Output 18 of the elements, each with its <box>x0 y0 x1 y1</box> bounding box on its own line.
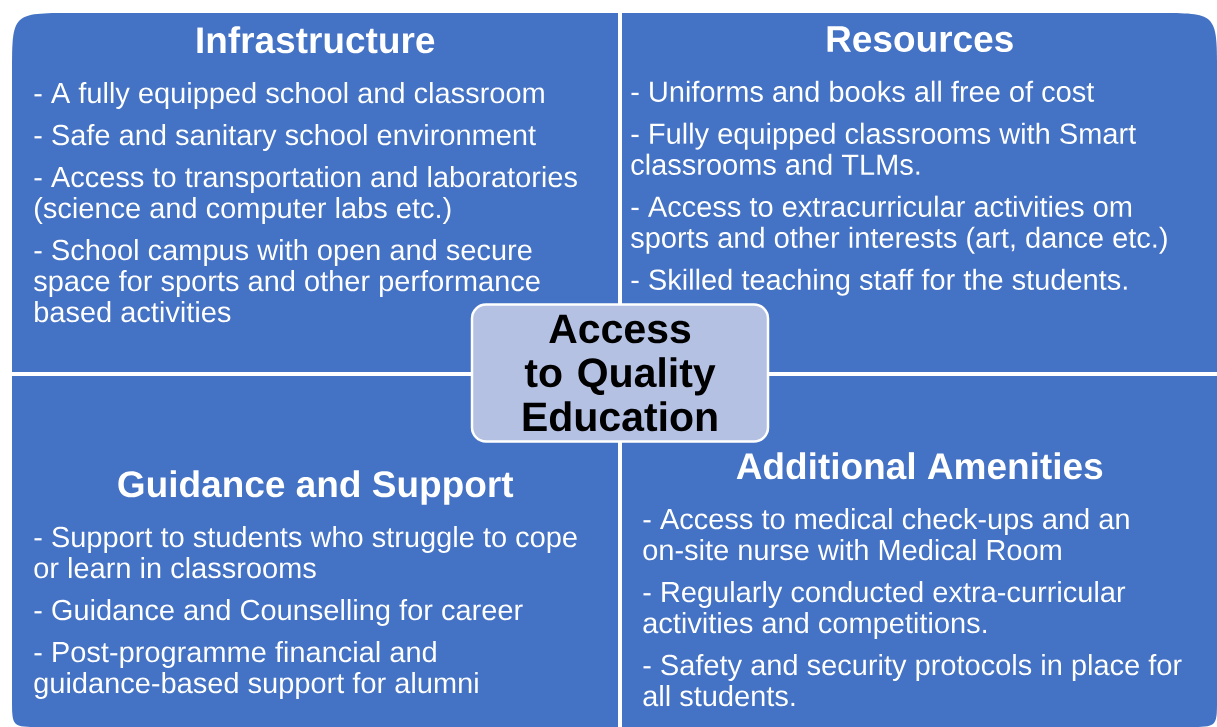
heading: Resources <box>827 26 1013 52</box>
bullet-text: - Safe and sanitary school environment <box>34 124 536 151</box>
bullet-text: - Guidance and Counselling for career <box>34 599 523 626</box>
bullet-text: - Access to medical check-ups and an on-site nurse with Medical Room <box>643 508 1129 561</box>
center-box: Access to Quality Education <box>470 303 770 443</box>
heading: Additional Amenities <box>736 452 1103 480</box>
bullet-text: - Post-programme financial and guidance-based support for alumni <box>34 641 478 699</box>
bullet-text: - Regularly conducted extra-curricular activities and competitions. <box>643 581 1126 639</box>
bullet-text: - Access to extracurricular activities om sports and other interests (art, dance etc.) <box>631 195 1167 254</box>
heading: Infrastructure <box>197 26 435 54</box>
heading: Guidance and Support <box>118 470 514 505</box>
bullet-text: - Fully equipped classrooms with Smart classrooms and TLMs. <box>631 122 1136 175</box>
bullet-text: - A fully equipped school and classroom <box>34 82 544 109</box>
bullet-text: - Access to transportation and laboratories (science and computer labs etc.) <box>34 166 577 224</box>
bullet-text: - Skilled teaching staff for the students. <box>631 268 1127 296</box>
bullet-text: - Safety and security protocols in place for all students. <box>643 654 1182 707</box>
bullet-text: - Uniforms and books all free of cost <box>631 80 1095 102</box>
bullet-text: - Support to students who struggle to cope or learn in classrooms <box>34 526 577 579</box>
